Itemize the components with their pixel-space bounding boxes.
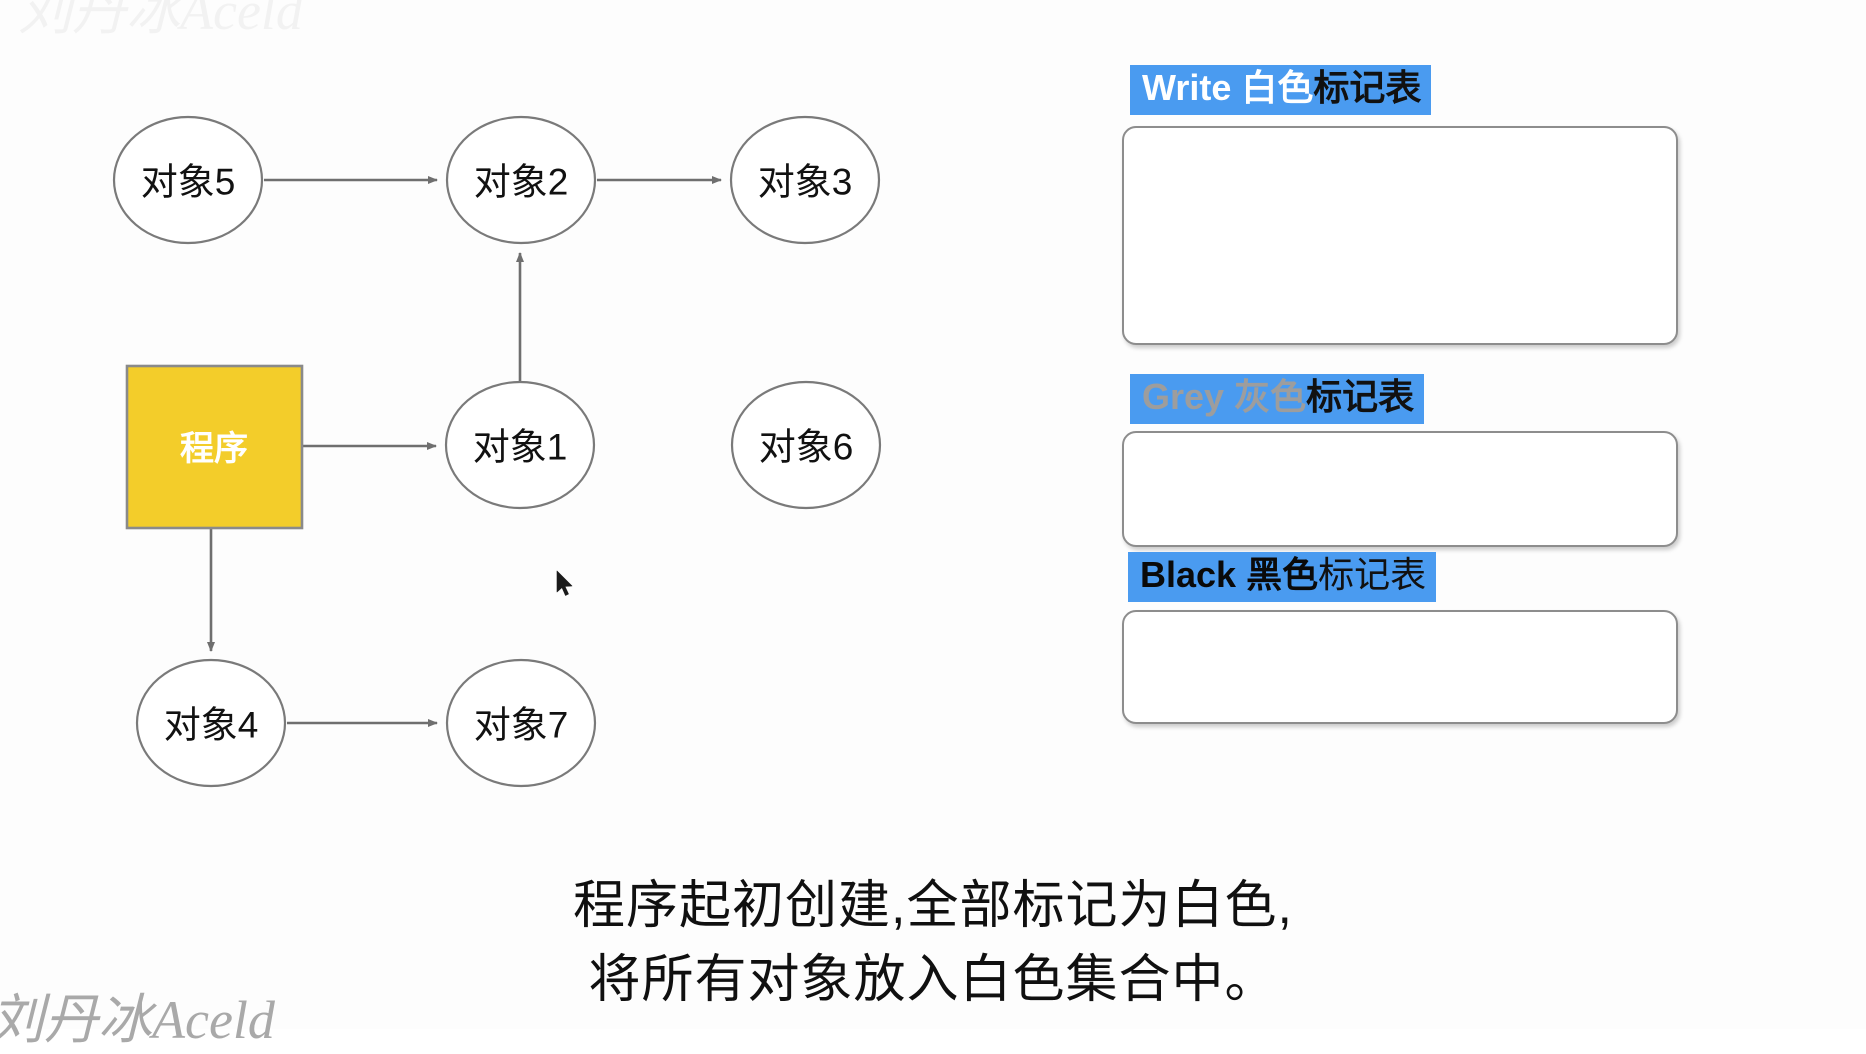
object-graph-svg: 程序 对象5 对象2 对象3 对象1 对象6 对象4 对象7 bbox=[112, 115, 882, 788]
mark-table-grey-title: Grey 灰色标记表 bbox=[1130, 374, 1425, 425]
node-obj2-shape bbox=[445, 115, 597, 245]
node-obj1-label: 对象1 bbox=[473, 427, 568, 468]
mark-table-write-title-cn: 白色 bbox=[1241, 67, 1314, 108]
node-obj5-shape bbox=[112, 115, 264, 245]
mark-table-black-title-cn: 黑色 bbox=[1246, 554, 1319, 595]
node-obj3-shape bbox=[729, 115, 881, 245]
node-obj7-label: 对象7 bbox=[474, 705, 569, 746]
node-obj2[interactable]: 对象2 bbox=[445, 115, 597, 245]
mark-table-grey-title-suffix: 标记表 bbox=[1306, 376, 1415, 417]
node-obj5-label: 对象5 bbox=[141, 162, 236, 203]
mark-table-grey-title-cn: 灰色 bbox=[1234, 376, 1307, 417]
caption-line-2: 将所有对象放入白色集合中。 bbox=[588, 950, 1278, 1009]
node-obj5[interactable]: 对象5 bbox=[112, 115, 264, 245]
program-box-label: 程序 bbox=[180, 430, 248, 468]
object-graph-panel: 程序 对象5 对象2 对象3 对象1 对象6 对象4 对象7 bbox=[0, 0, 1000, 840]
node-obj6-label: 对象6 bbox=[759, 427, 854, 468]
program-box[interactable]: 程序 bbox=[125, 364, 304, 530]
mark-table-write-title-suffix: 标记表 bbox=[1313, 67, 1422, 108]
node-obj7[interactable]: 对象7 bbox=[445, 658, 597, 788]
node-obj6-shape bbox=[730, 380, 882, 510]
node-obj4-label: 对象4 bbox=[164, 705, 259, 746]
caption-line-1: 程序起初创建,全部标记为白色, bbox=[573, 877, 1293, 935]
node-obj3-label: 对象3 bbox=[758, 162, 853, 203]
node-obj7-shape bbox=[445, 658, 597, 788]
mark-table-black-title-suffix: 标记表 bbox=[1318, 554, 1427, 595]
mark-table-write-title-en: Write bbox=[1142, 67, 1232, 108]
node-obj4-shape bbox=[135, 658, 287, 788]
node-obj1[interactable]: 对象1 bbox=[444, 380, 596, 510]
mark-table-write-title: Write 白色标记表 bbox=[1130, 65, 1432, 116]
node-obj2-label: 对象2 bbox=[474, 162, 569, 203]
caption: 程序起初创建,全部标记为白色, 将所有对象放入白色集合中。 bbox=[0, 870, 1866, 1018]
program-box-rect bbox=[125, 364, 304, 530]
node-obj3[interactable]: 对象3 bbox=[729, 115, 881, 245]
node-obj4[interactable]: 对象4 bbox=[135, 658, 287, 788]
mark-table-black-title: Black 黑色标记表 bbox=[1128, 552, 1437, 603]
mark-table-black-box[interactable] bbox=[1122, 610, 1678, 724]
mark-table-grey-box[interactable] bbox=[1122, 431, 1678, 547]
mark-tables-panel: Write 白色标记表 Grey 灰色标记表 Black 黑色标记表 bbox=[1120, 40, 1840, 780]
mark-table-black-title-en: Black bbox=[1140, 554, 1237, 595]
mark-table-write-box[interactable] bbox=[1122, 126, 1678, 345]
mark-table-grey-title-en: Grey bbox=[1142, 376, 1225, 417]
node-obj6[interactable]: 对象6 bbox=[730, 380, 882, 510]
graph-edges bbox=[207, 176, 722, 727]
node-obj1-shape bbox=[444, 380, 596, 510]
